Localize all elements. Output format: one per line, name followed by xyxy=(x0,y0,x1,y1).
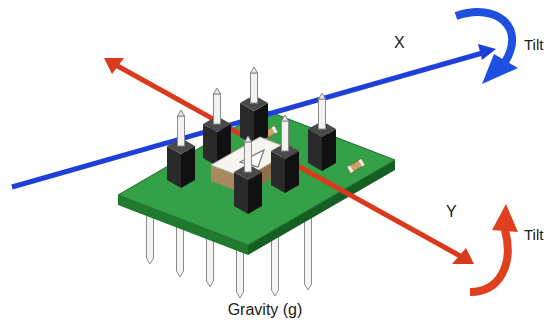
tilt-label: Tilt xyxy=(524,36,543,54)
arrowhead xyxy=(104,58,124,74)
label-text: Tilt xyxy=(524,36,543,53)
smd-component xyxy=(347,159,364,173)
tilt-arrow xyxy=(492,204,518,232)
gravity-label: Gravity (g) xyxy=(228,301,303,319)
label-text: X xyxy=(394,34,405,51)
label-text: Tilt xyxy=(524,226,543,243)
arrowhead xyxy=(452,248,474,264)
tilt-arrow xyxy=(470,230,508,292)
axis-label: X xyxy=(394,34,405,52)
label-text: Y xyxy=(446,203,457,220)
tilt-arrow xyxy=(456,12,512,62)
tilt-arrow xyxy=(482,54,518,84)
axis-label: Y xyxy=(446,203,457,221)
tilt-label: Tilt xyxy=(524,226,543,244)
y-axis xyxy=(114,64,462,257)
pin-header xyxy=(234,93,336,214)
label-text: Gravity (g) xyxy=(228,301,303,318)
